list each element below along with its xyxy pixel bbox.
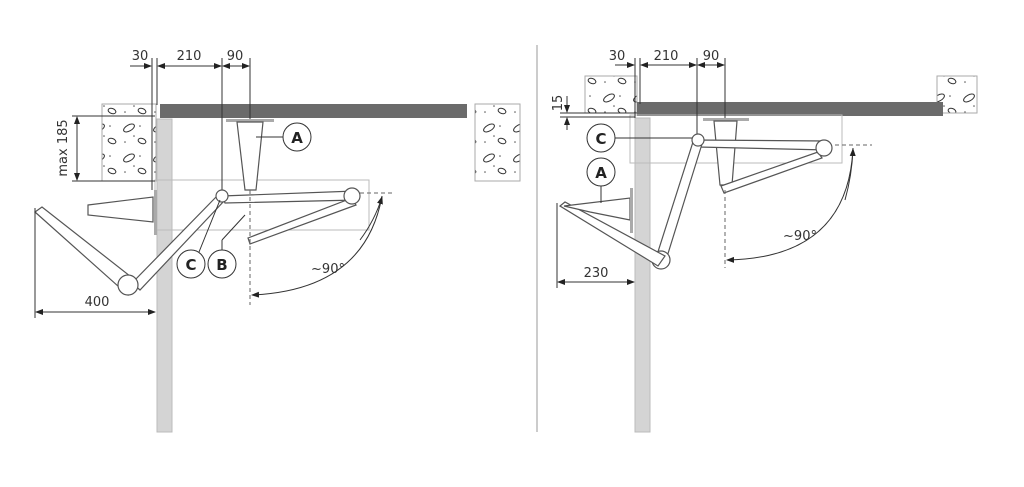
callout-c-circle [586,123,616,153]
dim-90: 90 [703,49,720,64]
support-arm [720,151,823,194]
angle-90: ~90° [311,262,345,277]
callout-a-circle [586,157,616,187]
ceiling-bracket [236,121,264,191]
wall-panel [156,118,173,433]
dim-210: 210 [177,49,202,64]
ceiling-slab [160,104,467,118]
concrete-block-left [101,103,157,182]
dim-30: 30 [132,49,149,64]
wall-panel [634,117,651,433]
dim-15: 15 [551,95,566,112]
concrete-block-left [584,75,638,114]
dim-210: 210 [654,49,679,64]
callout-b-circle [207,249,237,279]
lift-arm [655,141,703,261]
support-arm [247,197,357,245]
dim-max-185: max 185 [56,119,71,176]
angle-90: ~90° [783,229,817,244]
dim-400: 400 [85,295,110,310]
dim-230: 230 [584,266,609,281]
callout-c-circle [176,249,206,279]
lower-arm [558,201,666,267]
ceiling-bracket [713,120,738,186]
callout-a-circle [282,122,312,152]
callout-c: C [185,256,196,274]
callout-a: A [595,164,607,182]
concrete-block-right [474,103,521,182]
callout-c: C [595,130,606,148]
lid-arm [692,139,829,151]
concrete-block-right [936,75,978,114]
callout-b: B [216,256,227,274]
dim-30: 30 [609,49,626,64]
lid-arm [221,190,358,204]
right-view: 30 210 90 15 C A ~90° [551,49,978,433]
callout-a: A [291,129,303,147]
dim-90: 90 [227,49,244,64]
ceiling-slab [637,102,943,116]
left-view: 30 210 90 max 185 A C B [34,49,521,433]
ghost-frame [629,114,843,164]
wall-bracket [87,196,154,223]
